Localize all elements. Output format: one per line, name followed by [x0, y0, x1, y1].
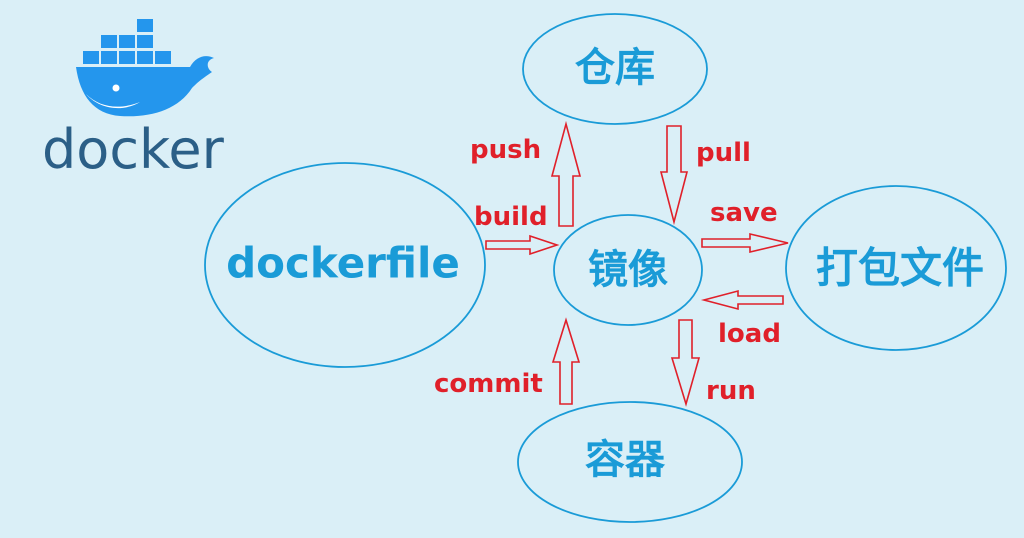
load-arrow: [700, 289, 784, 311]
dockerfile-node: [204, 162, 486, 368]
build-arrow: [485, 234, 560, 256]
repo-label: 仓库: [575, 45, 655, 91]
archive-node: [785, 185, 1007, 351]
push-arrow: [550, 120, 582, 227]
docker-whale-icon: [76, 17, 214, 117]
docker-logo: docker: [42, 17, 225, 181]
pull-label: pull: [696, 138, 751, 168]
pull-arrow: [659, 125, 689, 226]
container-node: [517, 401, 743, 523]
save-label: save: [710, 198, 778, 228]
load-label: load: [718, 319, 781, 349]
push-label: push: [470, 135, 541, 165]
repo-node: [522, 13, 708, 125]
image-label: 镜像: [588, 247, 668, 293]
commit-arrow: [551, 317, 581, 405]
build-label: build: [474, 202, 548, 232]
run-arrow: [670, 319, 701, 407]
run-label: run: [706, 376, 756, 406]
docker-wordmark: docker: [42, 118, 225, 181]
save-arrow: [701, 232, 789, 254]
archive-label: 打包文件: [816, 244, 984, 293]
dockerfile-label: dockerfile: [226, 239, 460, 288]
commit-label: commit: [434, 369, 543, 399]
container-label: 容器: [585, 437, 666, 483]
image-node: [553, 214, 703, 326]
